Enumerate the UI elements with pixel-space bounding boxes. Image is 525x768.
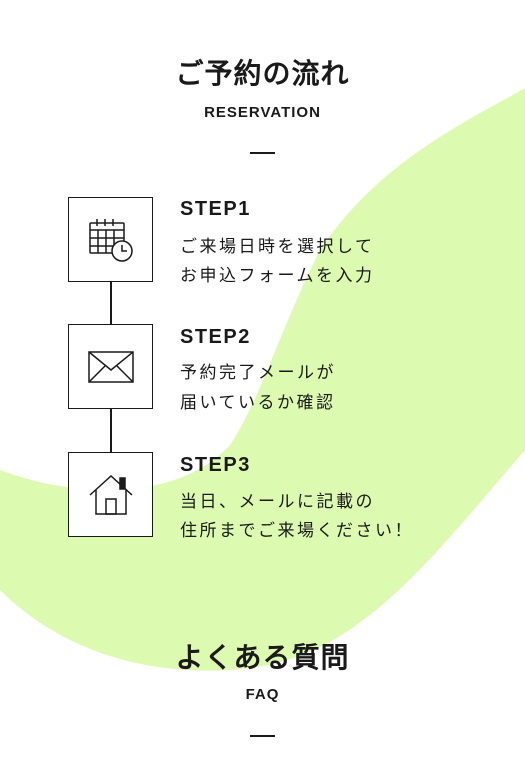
step2-line2: 届いているか確認 [180, 393, 336, 413]
faq-divider [250, 735, 275, 737]
step-connector-1-2 [110, 282, 112, 324]
step1-icon-box [68, 197, 153, 282]
faq-subtitle: FAQ [245, 686, 280, 703]
step1-label: STEP1 [180, 198, 251, 220]
step-connector-2-3 [110, 409, 112, 452]
step3-label: STEP3 [180, 454, 251, 476]
step2-label: STEP2 [180, 326, 251, 348]
envelope-icon [87, 350, 134, 383]
step1-line2: お申込フォームを入力 [180, 266, 375, 286]
calendar-clock-icon [88, 218, 133, 262]
step3-line2: 住所までご来場ください！ [180, 521, 414, 541]
reservation-divider [250, 152, 275, 154]
step3-line1: 当日、メールに記載の [180, 492, 375, 512]
house-icon [88, 474, 133, 515]
step2-line1: 予約完了メールが [180, 363, 336, 383]
reservation-title: ご予約の流れ [175, 57, 350, 90]
reservation-subtitle: RESERVATION [204, 104, 321, 121]
step2-icon-box [68, 324, 153, 409]
faq-title: よくある質問 [175, 641, 350, 674]
step1-line1: ご来場日時を選択して [180, 237, 375, 257]
step3-icon-box [68, 452, 153, 537]
